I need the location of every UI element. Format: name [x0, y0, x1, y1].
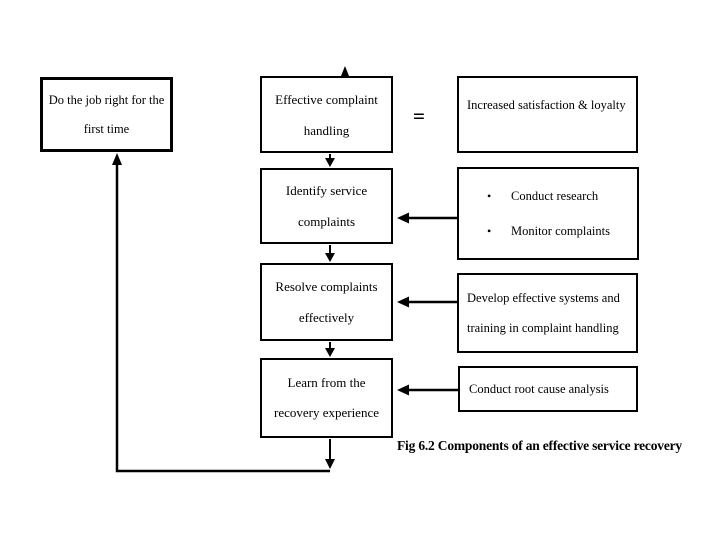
box-resolve-label: Resolve complaints effectively [275, 279, 378, 325]
box-increased-label: Increased satisfaction & loyalty [467, 98, 626, 112]
box-learn-label: Learn from the recovery experience [273, 375, 379, 420]
box-research-monitor: • Conduct research • Monitor complaints [457, 167, 639, 260]
box-develop-label: Develop effective systems and training i… [467, 291, 620, 335]
arrow-develop-to-resolve-head [397, 296, 409, 308]
figure-caption: Fig 6.2 Components of an effective servi… [397, 438, 682, 453]
arrow-effective-to-identify-head [325, 158, 335, 167]
feedback-down-head [325, 459, 335, 469]
box-conduct-root-cause-analysis: Conduct root cause analysis [458, 366, 638, 412]
box-do-job-right-first-time: Do the job right for the first time [40, 77, 173, 152]
arrow-identify-to-resolve-head [325, 253, 335, 262]
feedback-up-head [112, 153, 122, 165]
box-do-job-label: Do the job right for the first time [48, 92, 165, 136]
bullet-item-monitor-complaints: • Monitor complaints [459, 214, 637, 249]
bullet-dot-icon: • [487, 223, 492, 238]
bullet-item-conduct-research: • Conduct research [459, 179, 637, 214]
arrow-resolve-to-learn-head [325, 348, 335, 357]
box-effective-label: Effective complaint handling [275, 91, 378, 138]
box-develop-systems-training: Develop effective systems and training i… [457, 273, 638, 353]
bullet-dot-icon: • [487, 188, 492, 203]
box-increased-satisfaction-loyalty: Increased satisfaction & loyalty [457, 76, 638, 153]
bullet-item-monitor-complaints-label: Monitor complaints [511, 223, 610, 238]
arrow-research-to-identify-head [397, 212, 409, 224]
box-effective-complaint-handling: Effective complaint handling [260, 76, 393, 153]
arrow-rootcause-to-learn-head [397, 384, 409, 396]
box-learn-from-recovery: Learn from the recovery experience [260, 358, 393, 438]
box-identify-service-complaints: Identify service complaints [260, 168, 393, 244]
box-identify-label: Identify service complaints [285, 183, 368, 229]
artifact-arrowhead-top [341, 66, 349, 76]
bullet-item-conduct-research-label: Conduct research [511, 188, 599, 203]
box-resolve-complaints-effectively: Resolve complaints effectively [260, 263, 393, 341]
box-rootcause-label: Conduct root cause analysis [469, 381, 609, 396]
equals-sign: = [413, 104, 425, 128]
